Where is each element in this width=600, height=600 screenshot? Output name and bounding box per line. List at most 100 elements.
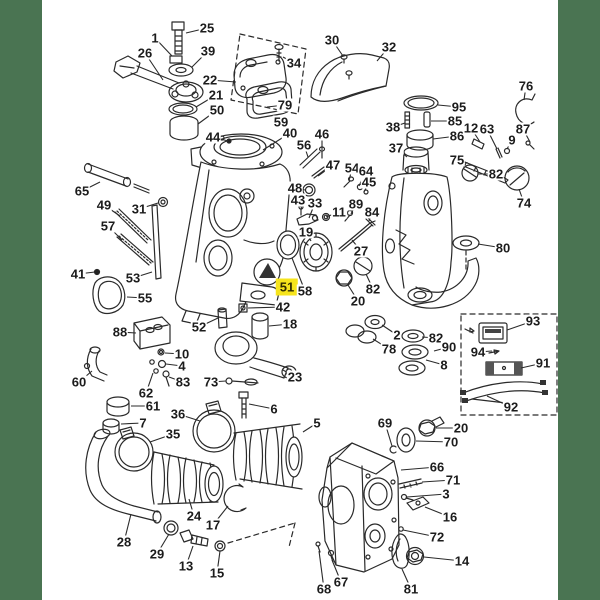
part-label-27[interactable]: 27 xyxy=(352,243,370,259)
part-label-88[interactable]: 88 xyxy=(111,324,129,340)
part-label-54[interactable]: 54 xyxy=(343,160,361,176)
part-label-94[interactable]: 94 xyxy=(469,344,487,360)
part-label-58[interactable]: 58 xyxy=(296,283,314,299)
part-label-21[interactable]: 21 xyxy=(207,87,225,103)
plug-nut-stack xyxy=(335,256,429,376)
part-label-57[interactable]: 57 xyxy=(99,218,117,234)
part-label-34[interactable]: 34 xyxy=(285,55,303,71)
part-label-93[interactable]: 93 xyxy=(524,313,542,329)
part-label-31[interactable]: 31 xyxy=(130,201,148,217)
part-label-82[interactable]: 82 xyxy=(364,281,382,297)
part-label-29[interactable]: 29 xyxy=(148,546,166,562)
part-label-39[interactable]: 39 xyxy=(199,43,217,59)
part-label-32[interactable]: 32 xyxy=(380,39,398,55)
part-label-1[interactable]: 1 xyxy=(150,30,160,46)
part-label-78[interactable]: 78 xyxy=(380,341,398,357)
part-label-44[interactable]: 44 xyxy=(204,129,222,145)
part-label-37[interactable]: 37 xyxy=(387,140,405,156)
part-label-45[interactable]: 45 xyxy=(360,174,378,190)
part-label-66[interactable]: 66 xyxy=(428,459,446,475)
part-label-82[interactable]: 82 xyxy=(487,166,505,182)
part-label-33[interactable]: 33 xyxy=(306,195,324,211)
part-label-60[interactable]: 60 xyxy=(70,374,88,390)
part-label-12[interactable]: 12 xyxy=(462,120,480,136)
part-label-18[interactable]: 18 xyxy=(281,316,299,332)
part-label-10[interactable]: 10 xyxy=(173,346,191,362)
part-label-20[interactable]: 20 xyxy=(349,293,367,309)
part-label-63[interactable]: 63 xyxy=(478,121,496,137)
part-label-46[interactable]: 46 xyxy=(313,126,331,142)
part-label-76[interactable]: 76 xyxy=(517,78,535,94)
part-label-28[interactable]: 28 xyxy=(115,534,133,550)
part-label-74[interactable]: 74 xyxy=(515,195,533,211)
part-label-38[interactable]: 38 xyxy=(384,119,402,135)
part-label-62[interactable]: 62 xyxy=(137,385,155,401)
part-label-43[interactable]: 43 xyxy=(289,192,307,208)
part-label-90[interactable]: 90 xyxy=(440,339,458,355)
part-label-69[interactable]: 69 xyxy=(376,415,394,431)
part-label-49[interactable]: 49 xyxy=(95,197,113,213)
part-label-84[interactable]: 84 xyxy=(363,204,381,220)
part-label-22[interactable]: 22 xyxy=(201,72,219,88)
part-label-92[interactable]: 92 xyxy=(502,399,520,415)
part-label-40[interactable]: 40 xyxy=(281,125,299,141)
part-label-17[interactable]: 17 xyxy=(204,517,222,533)
part-label-87[interactable]: 87 xyxy=(514,121,532,137)
part-label-72[interactable]: 72 xyxy=(428,529,446,545)
part-label-75[interactable]: 75 xyxy=(448,152,466,168)
part-label-59[interactable]: 59 xyxy=(272,114,290,130)
part-label-50[interactable]: 50 xyxy=(208,102,226,118)
part-label-83[interactable]: 83 xyxy=(174,374,192,390)
part-label-68[interactable]: 68 xyxy=(315,581,333,597)
part-label-70[interactable]: 70 xyxy=(442,434,460,450)
part-label-36[interactable]: 36 xyxy=(169,406,187,422)
part-label-20[interactable]: 20 xyxy=(452,420,470,436)
part-label-6[interactable]: 6 xyxy=(269,401,279,417)
part-label-82[interactable]: 82 xyxy=(427,330,445,346)
part-label-89[interactable]: 89 xyxy=(347,196,365,212)
part-label-73[interactable]: 73 xyxy=(202,374,220,390)
part-label-14[interactable]: 14 xyxy=(453,553,471,569)
part-label-52[interactable]: 52 xyxy=(190,319,208,335)
part-label-64[interactable]: 64 xyxy=(357,163,375,179)
part-label-13[interactable]: 13 xyxy=(177,558,195,574)
part-label-81[interactable]: 81 xyxy=(402,581,420,597)
part-label-95[interactable]: 95 xyxy=(450,99,468,115)
part-label-48[interactable]: 48 xyxy=(286,180,304,196)
part-label-24[interactable]: 24 xyxy=(185,508,203,524)
part-label-25[interactable]: 25 xyxy=(198,20,216,36)
part-label-47[interactable]: 47 xyxy=(324,157,342,173)
part-label-86[interactable]: 86 xyxy=(448,128,466,144)
part-label-19[interactable]: 19 xyxy=(297,224,315,240)
part-label-4[interactable]: 4 xyxy=(177,358,187,374)
part-label-80[interactable]: 80 xyxy=(494,240,512,256)
part-label-79[interactable]: 79 xyxy=(276,97,294,113)
water-hose xyxy=(85,428,296,552)
part-label-61[interactable]: 61 xyxy=(144,398,162,414)
part-label-51-highlighted[interactable]: 51 xyxy=(275,278,299,296)
part-label-42[interactable]: 42 xyxy=(274,299,292,315)
part-label-56[interactable]: 56 xyxy=(295,137,313,153)
part-label-15[interactable]: 15 xyxy=(208,565,226,581)
part-label-35[interactable]: 35 xyxy=(164,426,182,442)
part-label-8[interactable]: 8 xyxy=(439,357,449,373)
part-label-65[interactable]: 65 xyxy=(73,183,91,199)
part-label-2[interactable]: 2 xyxy=(392,327,402,343)
part-label-30[interactable]: 30 xyxy=(323,32,341,48)
part-label-9[interactable]: 9 xyxy=(507,132,517,148)
part-label-85[interactable]: 85 xyxy=(446,113,464,129)
part-label-91[interactable]: 91 xyxy=(534,355,552,371)
part-label-16[interactable]: 16 xyxy=(441,509,459,525)
part-label-71[interactable]: 71 xyxy=(444,472,462,488)
part-label-55[interactable]: 55 xyxy=(136,290,154,306)
part-label-67[interactable]: 67 xyxy=(332,574,350,590)
part-label-23[interactable]: 23 xyxy=(286,369,304,385)
part-label-5[interactable]: 5 xyxy=(312,415,322,431)
part-label-7[interactable]: 7 xyxy=(138,415,148,431)
part-label-26[interactable]: 26 xyxy=(136,45,154,61)
left-green-band xyxy=(0,0,42,600)
part-label-3[interactable]: 3 xyxy=(441,486,451,502)
part-label-53[interactable]: 53 xyxy=(124,270,142,286)
part-label-41[interactable]: 41 xyxy=(69,266,87,282)
part-label-11[interactable]: 11 xyxy=(331,204,347,220)
